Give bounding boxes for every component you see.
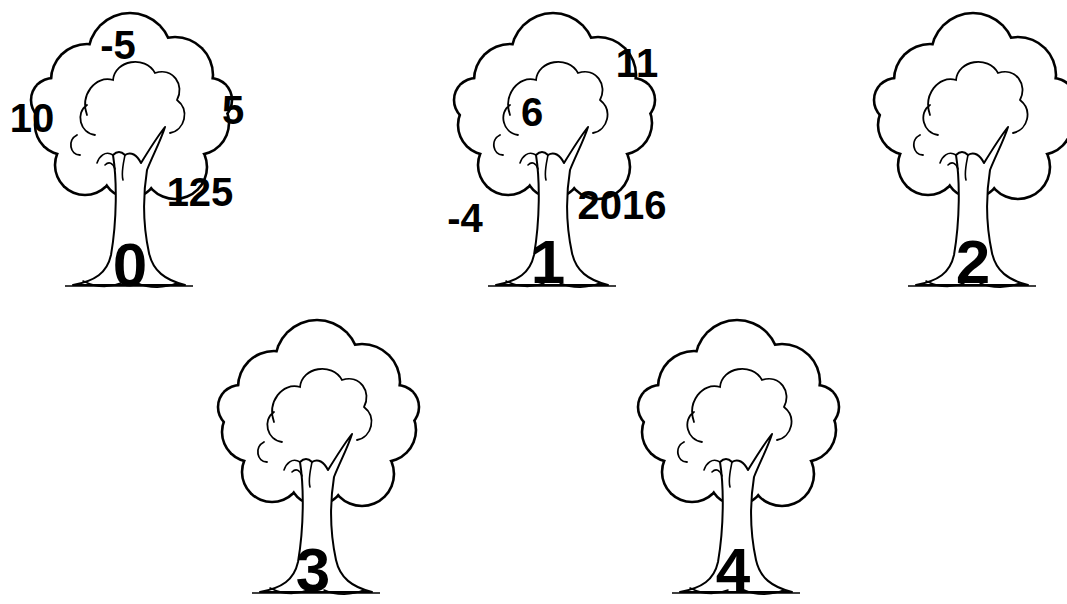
leaf-number: -4: [447, 198, 483, 238]
leaf-number: 5: [222, 90, 244, 130]
tree-node: -51051250: [25, 5, 235, 295]
tree-number: 3: [296, 539, 330, 601]
tree-node: 2: [868, 5, 1067, 295]
leaf-number: 10: [10, 98, 55, 138]
leaf-number: -5: [100, 25, 136, 65]
leaf-number: 2016: [578, 185, 667, 225]
leaf-number: 125: [167, 172, 234, 212]
tree-node: 3: [212, 312, 422, 602]
tree-node: 1162016-41: [448, 5, 658, 295]
tree-node: 4: [632, 312, 842, 602]
tree-number: 2: [956, 231, 990, 293]
leaf-number: 11: [616, 43, 658, 83]
leaf-number: 6: [521, 92, 543, 132]
tree-number: 4: [716, 539, 750, 601]
tree-number: 0: [113, 234, 147, 296]
tree-number: 1: [531, 231, 565, 293]
